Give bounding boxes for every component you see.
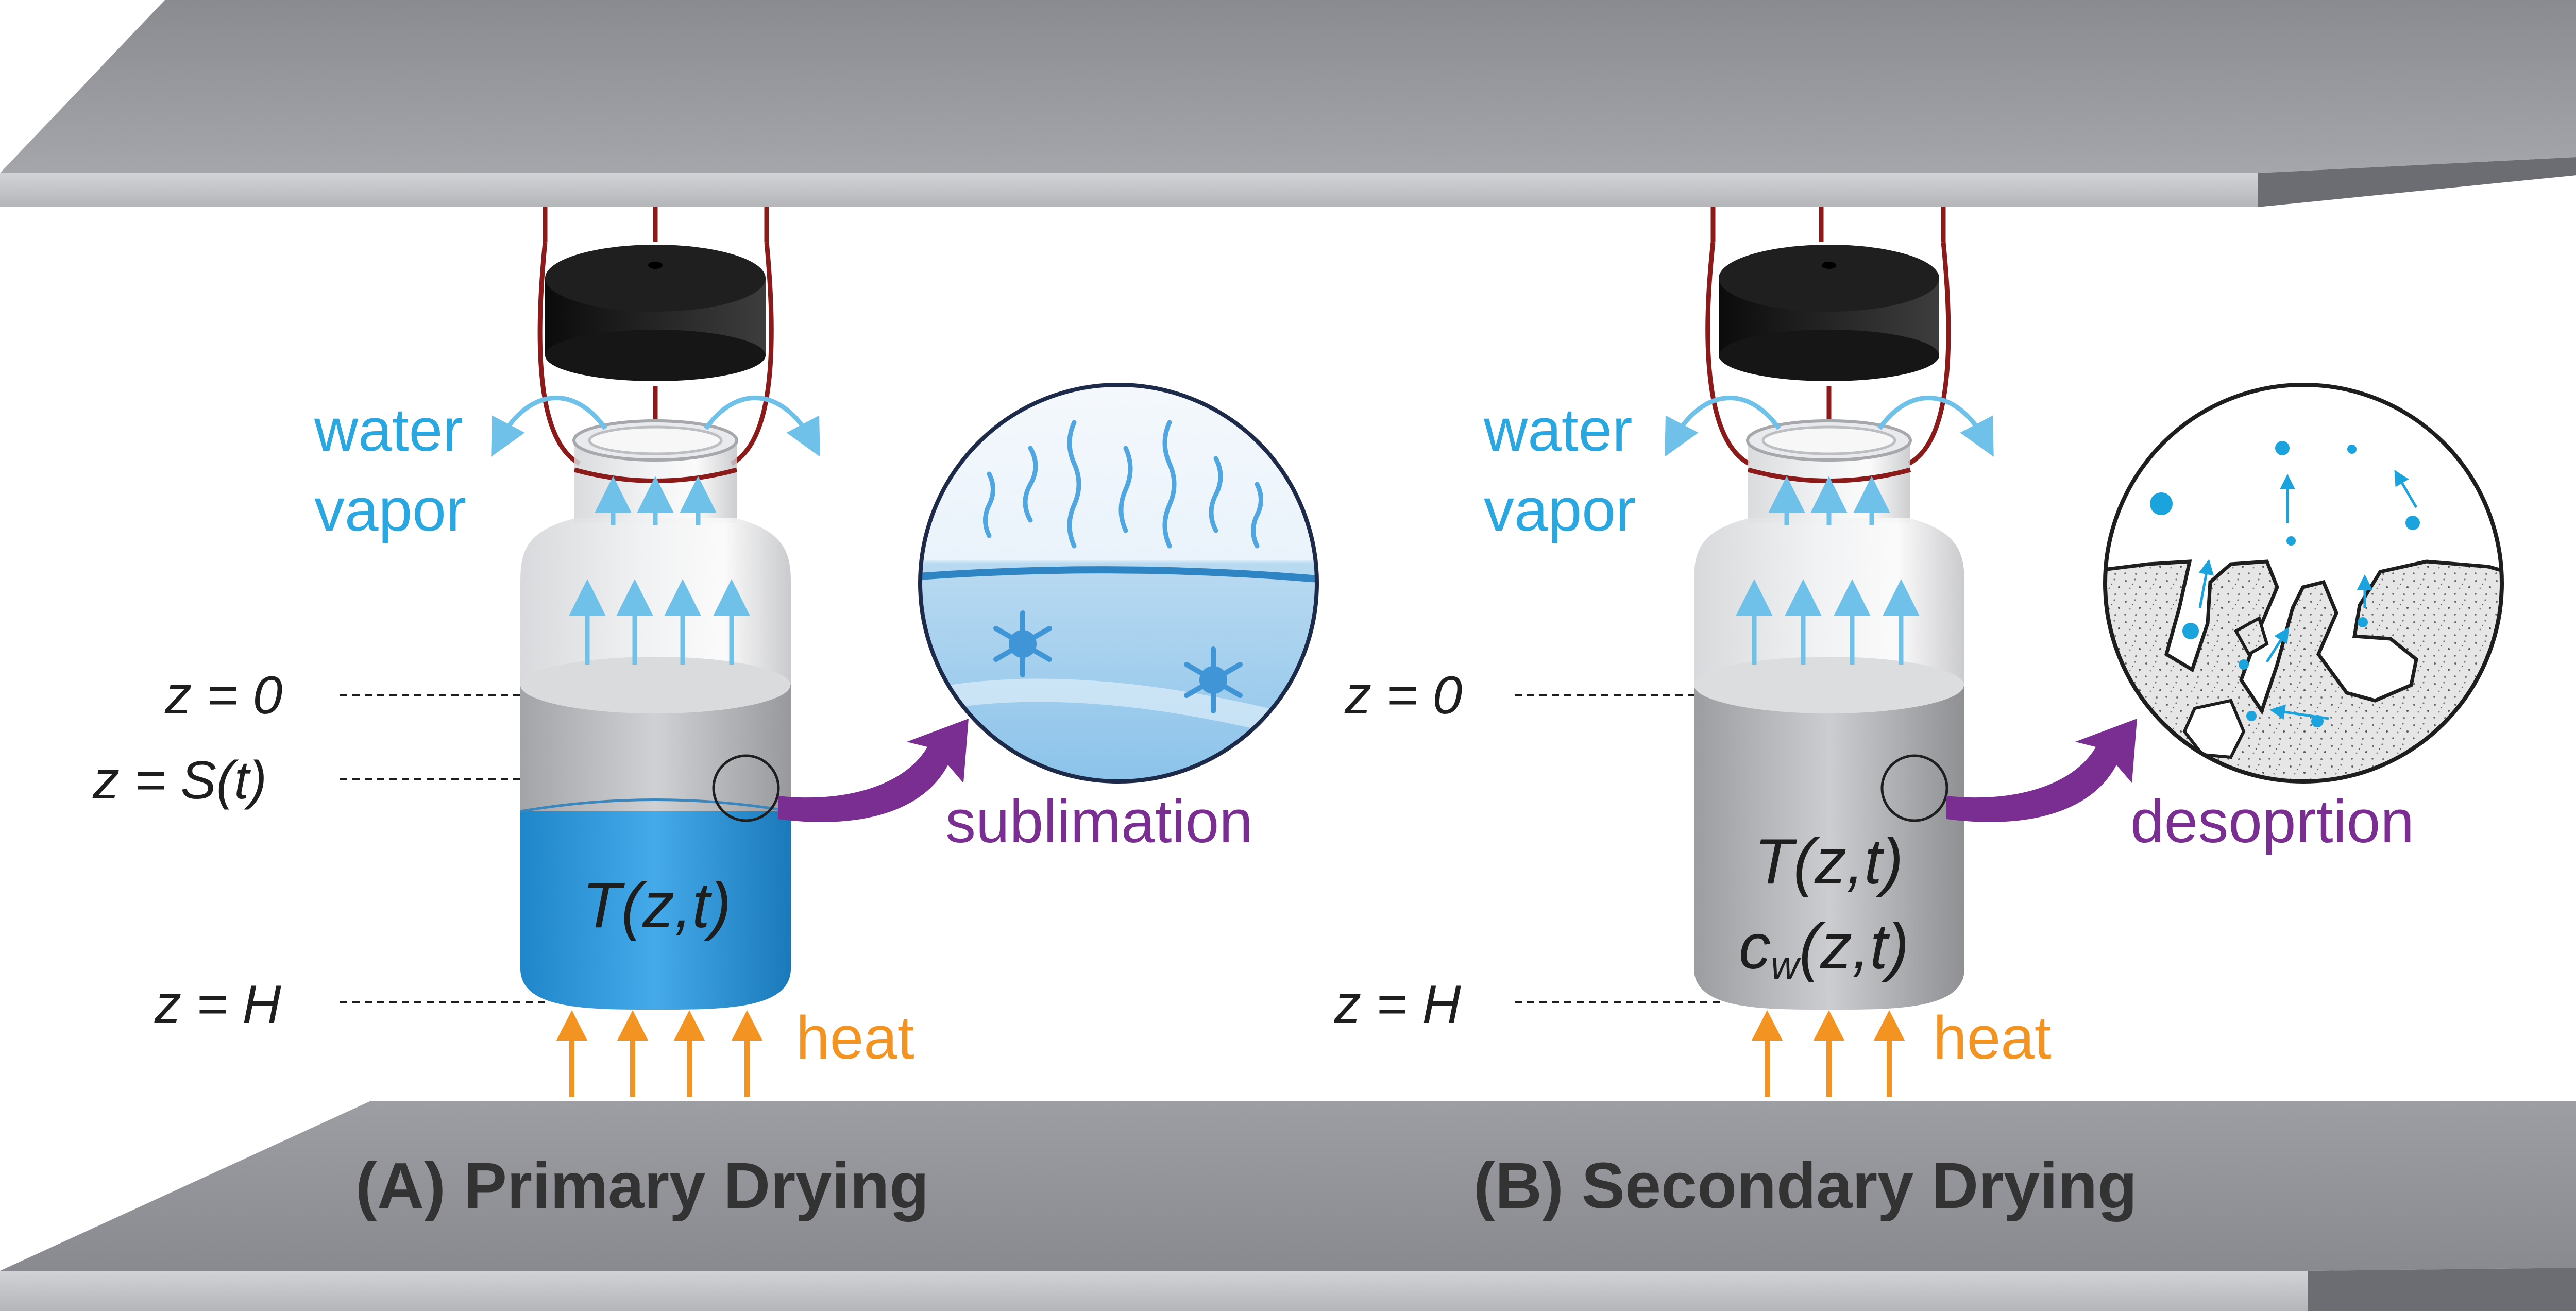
diffusion-arrows <box>2198 470 2418 720</box>
desorption-label: desoprtion <box>2130 788 2414 856</box>
vial-cap <box>1719 245 1939 381</box>
vapor-outflow-arrow-left <box>491 395 607 457</box>
water-molecule <box>2182 623 2199 639</box>
top-shelf-side-edge <box>2258 157 2576 207</box>
desorption-magnifier <box>2103 383 2504 784</box>
z-top-label: z = 0 <box>1344 666 1462 725</box>
z-bottom-label: z = H <box>1334 975 1462 1034</box>
diffusion-arrow <box>2269 704 2329 720</box>
vapor-label-line1: water <box>314 396 463 464</box>
zoom-spot <box>712 754 780 822</box>
vial-cap <box>545 245 766 381</box>
suspension-wire <box>543 207 769 242</box>
sublimation-pointer-arrow <box>778 719 969 822</box>
water-molecule <box>2239 659 2249 670</box>
vapor-arrows-inside <box>569 476 750 665</box>
dried-cake <box>1694 685 1964 1010</box>
porous-solid-matrix <box>2105 559 2502 781</box>
sublimation-front <box>520 798 791 813</box>
bottom-shelf-surface <box>0 1101 2576 1271</box>
heat-label: heat <box>796 1004 914 1072</box>
solid-particle <box>2233 616 2269 657</box>
top-shelf <box>0 0 2576 207</box>
water-molecule <box>2275 441 2290 455</box>
vapor-label-line2: vapor <box>314 476 466 544</box>
water-molecule <box>2405 516 2420 530</box>
water-molecule <box>2150 492 2173 515</box>
water-molecules <box>2150 441 2420 727</box>
ice-surface-line <box>920 566 1317 583</box>
pore <box>2182 699 2246 759</box>
diffusion-arrow <box>2265 627 2290 663</box>
water-molecule <box>2347 445 2357 454</box>
moisture-field-label: cw(z,t) <box>1739 911 1909 987</box>
vial-primary <box>491 207 820 1010</box>
magnifier-border <box>2103 383 2504 784</box>
bottom-shelf-front-edge <box>0 1271 2308 1311</box>
vapor-arrows-inside <box>1736 476 1920 665</box>
diffusion-arrow <box>2198 559 2214 608</box>
heat-arrows-primary <box>556 1010 763 1097</box>
water-molecule <box>2358 617 2368 627</box>
dried-layer <box>520 685 791 811</box>
vapor-outflow-arrow-right <box>704 395 820 457</box>
water-molecule <box>2246 711 2257 721</box>
vapor-label-line1: water <box>1483 396 1633 464</box>
z-bottom-label: z = H <box>154 975 282 1034</box>
snowflake-icon <box>1184 646 1243 713</box>
moisture-subscript: w <box>1771 944 1801 987</box>
dried-layer-top <box>520 657 790 713</box>
vial-secondary <box>1665 207 1994 1010</box>
bottom-shelf <box>0 1101 2576 1311</box>
heat-arrows-secondary <box>1751 1010 1905 1097</box>
z-front-label: z = S(t) <box>92 751 267 810</box>
suspension-wire <box>1710 207 1946 242</box>
z-top-label: z = 0 <box>164 666 282 725</box>
temperature-field-label: T(z,t) <box>1754 826 1903 897</box>
vapor-outflow-arrow-left <box>1665 395 1781 457</box>
z-guides-primary <box>340 694 546 1003</box>
zoom-spot <box>1880 754 1948 822</box>
moisture-arguments: (z,t) <box>1799 911 1909 982</box>
moisture-symbol: c <box>1739 911 1771 982</box>
caption-primary-drying: (A) Primary Drying <box>355 1149 929 1222</box>
temperature-field-label: T(z,t) <box>582 870 731 941</box>
dried-cake-top <box>1694 657 1964 713</box>
heat-label: heat <box>1933 1004 2052 1072</box>
caption-secondary-drying: (B) Secondary Drying <box>1473 1149 2137 1222</box>
sublimation-label: sublimation <box>945 788 1253 856</box>
z-guides-secondary <box>1515 694 1721 1003</box>
desorption-pointer-arrow <box>1946 719 2137 822</box>
vapor-outflow-arrow-right <box>1877 395 1994 457</box>
frozen-product <box>520 811 791 1010</box>
snowflake-icon <box>993 610 1052 677</box>
magnifier-border <box>918 383 1319 784</box>
vapor-label-line2: vapor <box>1484 476 1636 544</box>
bottom-shelf-side-edge <box>2308 1268 2576 1311</box>
top-shelf-surface <box>0 0 2576 173</box>
top-shelf-front-edge <box>0 173 2258 207</box>
diffusion-arrow <box>2394 470 2418 508</box>
vapor-wisps <box>983 420 1263 549</box>
water-molecule <box>2286 536 2296 546</box>
sublimation-magnifier <box>918 383 1319 784</box>
